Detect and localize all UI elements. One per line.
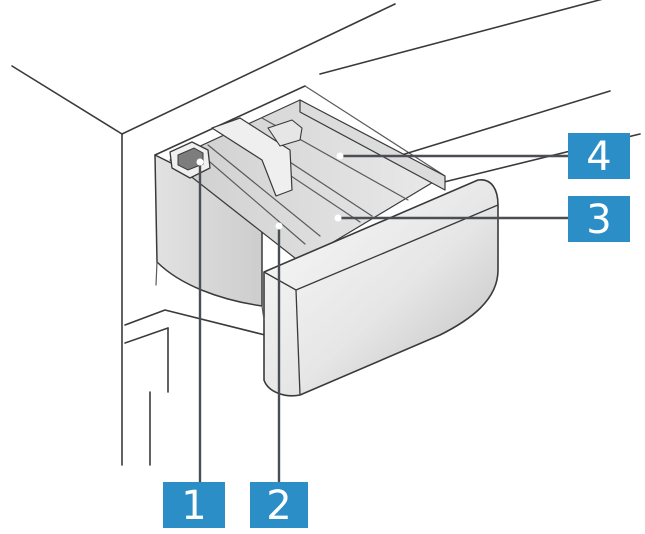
callout-label-1: 1: [181, 483, 206, 529]
callout-badge-2: 2: [250, 482, 308, 529]
callout-badge-1: 1: [163, 482, 225, 529]
leader-dot-3: [334, 214, 342, 222]
callout-leaders: [196, 152, 570, 484]
callout-label-3: 3: [586, 197, 611, 243]
leader-dot-4: [336, 152, 344, 160]
callout-label-4: 4: [586, 134, 611, 180]
callout-label-2: 2: [266, 483, 291, 529]
leader-dot-2: [275, 222, 283, 230]
leader-dot-1: [196, 158, 204, 166]
detergent-drawer: [154, 99, 499, 397]
callout-badge-3: 3: [568, 196, 630, 243]
callout-badge-4: 4: [568, 133, 630, 180]
